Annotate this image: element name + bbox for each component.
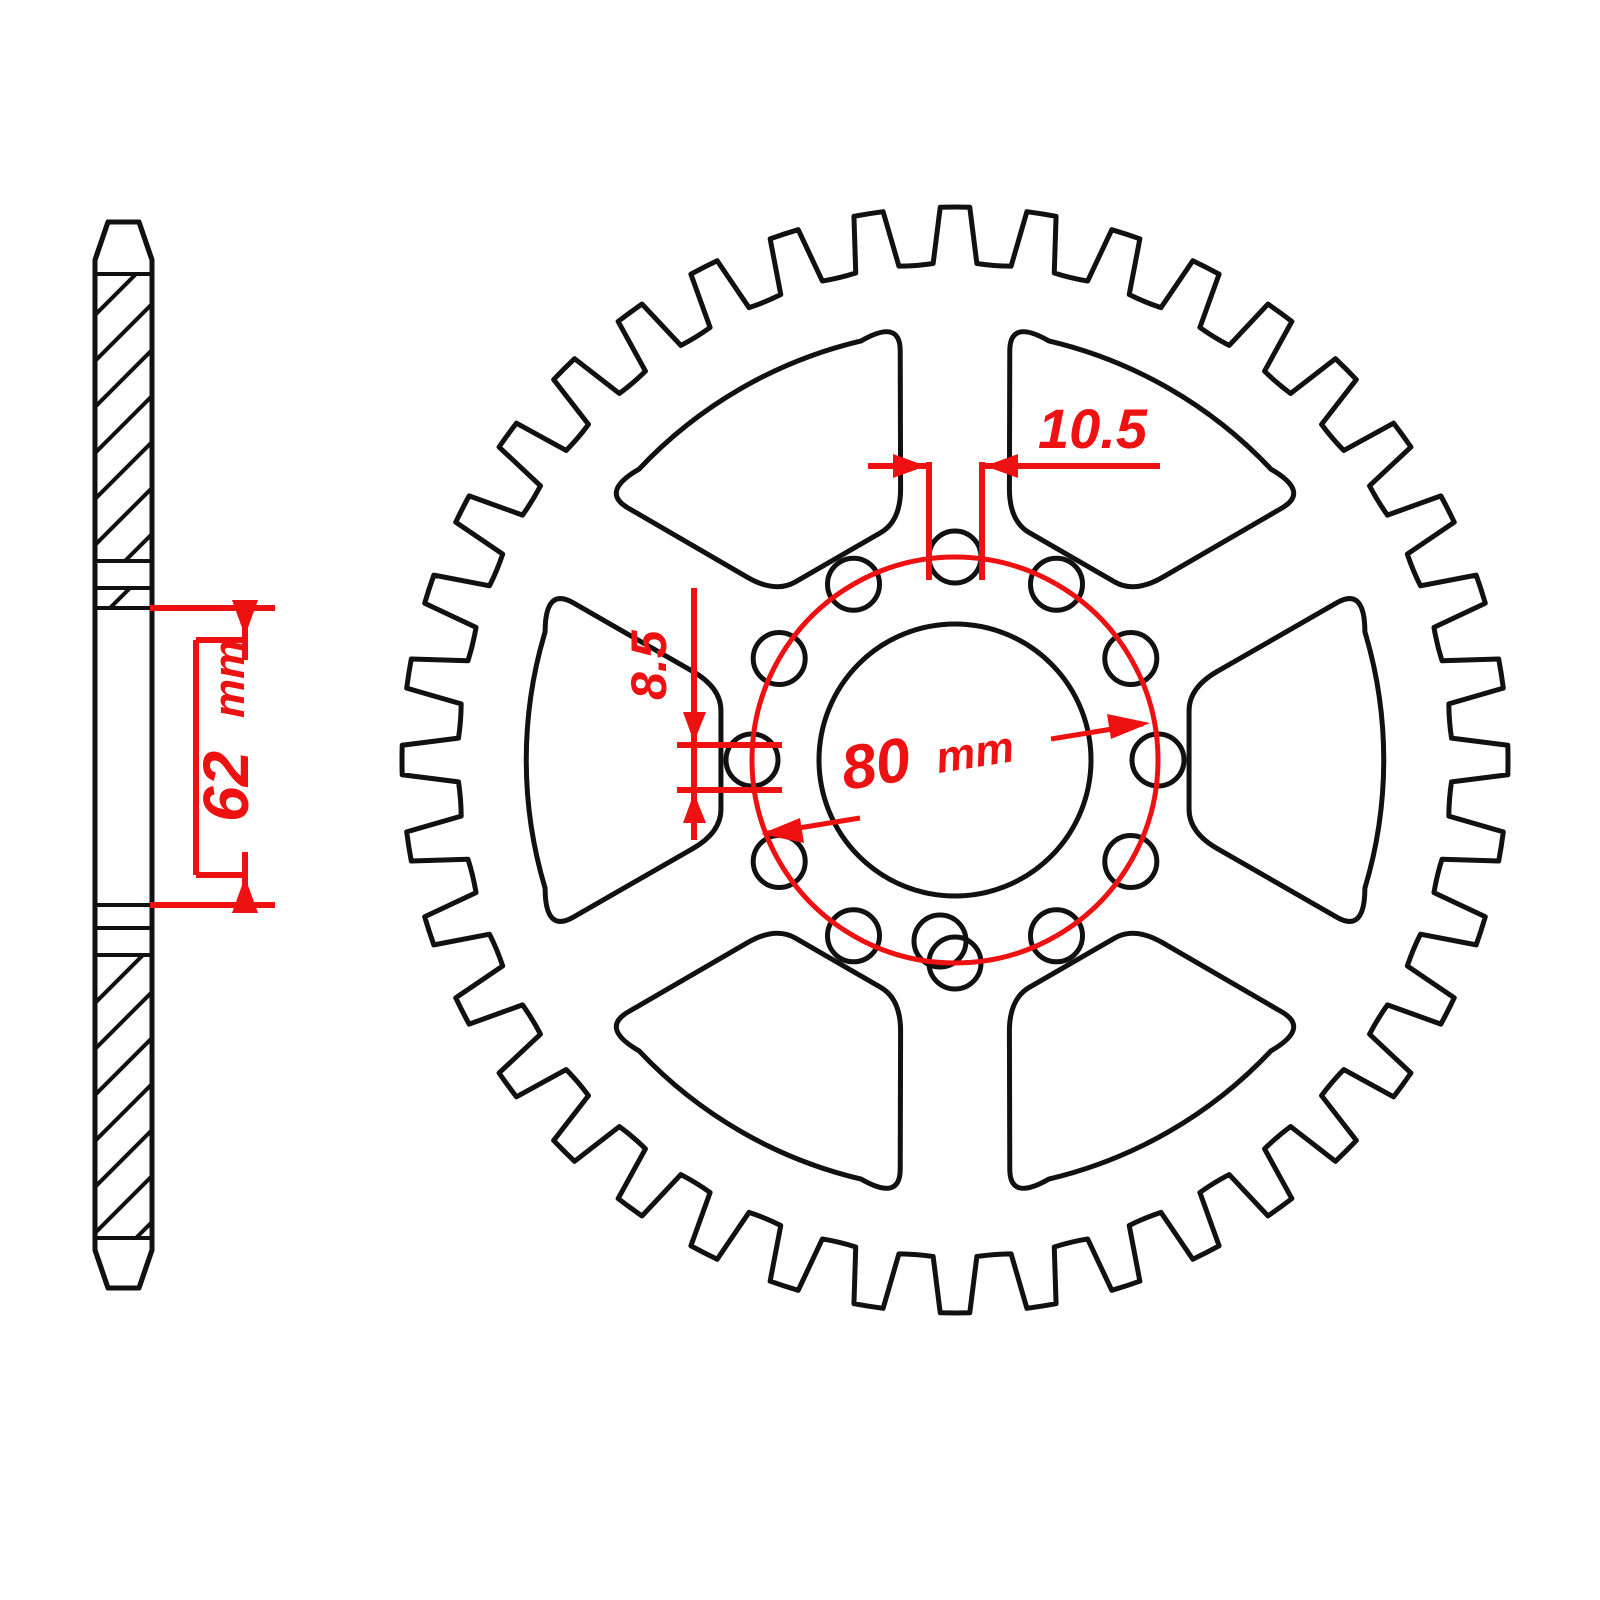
center-bore [816,621,1094,899]
side-profile-outline-top [92,219,155,1291]
dim105-arrow-right [985,454,1018,478]
spoke-window [613,930,904,1191]
spoke-window [1006,930,1297,1191]
bolt-pitch-circle [749,554,1161,966]
bolt-hole [825,907,882,965]
pitch-circle-arc [852,933,956,966]
dim80-arrow-left [761,818,804,843]
dim62-unit: mm [205,640,254,718]
pitch-circle-arc [1128,657,1161,761]
pitch-circle-arc [954,554,1058,587]
dim80-label-group: 80 mm [836,722,1017,804]
bolt-hole [750,630,808,687]
bolt-hole [1102,833,1160,890]
dimension-bolt-circle-80mm: 80 mm [749,554,1161,966]
pitch-circle-arc [749,657,782,761]
locating-pin-hole [911,912,969,970]
side-profile-outline [92,219,155,1291]
dimension-bolt-hole-10-5: 10.5 [868,397,1160,580]
dim85-arrow-top [683,712,706,742]
spoke-window [1186,596,1387,924]
dimension-pin-hole-8-5: 8.5 [621,588,782,840]
spoke-window [1006,329,1297,590]
spoke-window [613,329,904,590]
dimension-thickness-62mm: 62 mm [150,600,275,913]
dim85-arrow-bottom [683,793,706,823]
dim105-value: 10.5 [1038,397,1148,460]
pitch-circle-arc [954,933,1058,966]
dim62-label-group: 62 mm [190,640,262,822]
pitch-circle-arc [852,554,956,587]
bolt-hole [825,555,882,613]
dim85-value: 8.5 [621,629,677,700]
dim85-label-group: 8.5 [621,629,677,700]
pitch-circle-arc [777,582,855,660]
side-hatch-mid-top [109,590,131,606]
bolt-hole [1028,555,1085,613]
dim62-arrow-top [232,600,258,636]
pitch-circle-arc [777,860,855,938]
dim80-value: 80 [836,725,915,804]
bolt-hole [1028,907,1085,965]
pitch-circle-arc [749,759,782,863]
dim62-value: 62 [190,751,262,822]
side-hatch-lower [97,957,150,1236]
pitch-circle-arc [1055,582,1133,660]
side-hatch-upper [97,276,150,559]
dim80-unit: mm [932,722,1017,783]
dim105-arrow-left [893,454,926,478]
dim80-arrow-right [1107,714,1150,739]
side-section-view [92,219,155,1291]
pitch-circle-arc [1055,860,1133,938]
sprocket-teeth-outline [399,204,1511,1316]
dim62-arrow-bottom [232,877,258,913]
bolt-hole [1102,630,1160,687]
pitch-circle-arc [1128,759,1161,863]
